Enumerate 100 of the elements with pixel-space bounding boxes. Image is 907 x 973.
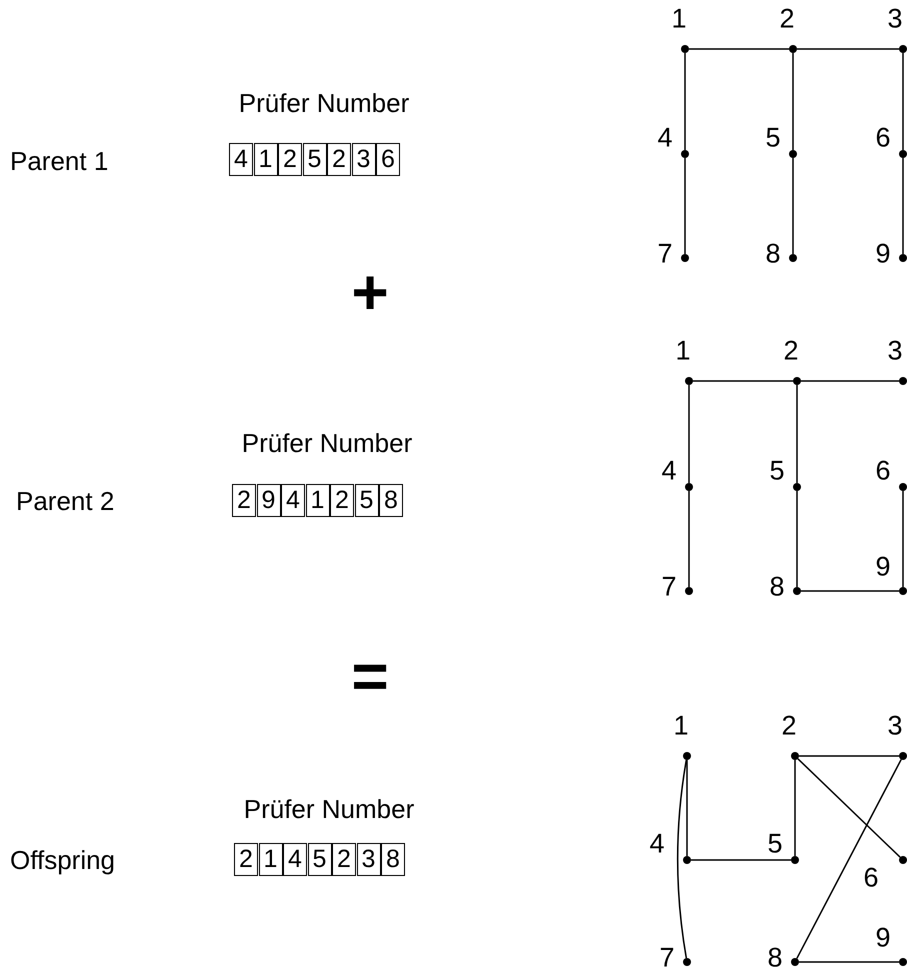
vertex-number: 6: [875, 458, 891, 484]
sequence-cell: 4: [283, 843, 307, 876]
vertex-number: 1: [671, 6, 687, 32]
vertex-dot: [793, 587, 801, 595]
vertex-number: 4: [661, 458, 677, 484]
tree-edge: [799, 755, 899, 757]
tree-edge: [794, 760, 796, 856]
vertex-number: 2: [783, 338, 799, 364]
tree-edge: [792, 158, 794, 254]
vertex-number: 1: [675, 338, 691, 364]
tree-edge: [684, 53, 686, 150]
sequence-cell: 2: [330, 484, 354, 517]
tree-edge: [686, 760, 688, 856]
heading-label: Prüfer Number: [238, 90, 410, 116]
sequence-cell: 2: [327, 143, 351, 176]
vertex-dot: [789, 150, 797, 158]
vertex-number: 7: [657, 240, 673, 268]
vertex-dot: [899, 150, 907, 158]
sequence-cell: 4: [229, 143, 253, 176]
vertex-number: 8: [765, 240, 781, 268]
vertex-dot: [683, 752, 691, 760]
vertex-dot: [681, 254, 689, 262]
operator-sign: =: [351, 644, 389, 708]
sequence-cell: 1: [306, 484, 330, 517]
sequence-cell: 4: [281, 484, 305, 517]
sequence-cell: 2: [332, 843, 356, 876]
vertex-number: 9: [875, 240, 891, 268]
vertex-dot: [791, 752, 799, 760]
vertex-dot: [899, 752, 907, 760]
vertex-dot: [789, 254, 797, 262]
vertex-number: 8: [767, 944, 783, 972]
vertex-number: 5: [767, 830, 783, 858]
row-label: Parent 1: [10, 148, 108, 174]
vertex-dot: [685, 587, 693, 595]
tree-edge: [801, 380, 899, 382]
vertex-dot: [899, 587, 907, 595]
vertex-dot: [681, 45, 689, 53]
tree-edge: [902, 491, 904, 587]
tree-edge: [684, 158, 686, 254]
tree-edge: [689, 48, 789, 50]
tree-edge: [799, 961, 899, 963]
row-label: Offspring: [10, 847, 116, 873]
tree-edge: [691, 859, 791, 861]
vertex-number: 1: [673, 712, 689, 740]
sequence-cell: 3: [356, 843, 380, 876]
vertex-number: 3: [887, 6, 903, 32]
tree-edge: [797, 758, 901, 858]
vertex-number: 7: [661, 574, 677, 600]
vertex-number: 6: [875, 124, 891, 152]
vertex-dot: [899, 377, 907, 385]
vertex-dot: [899, 45, 907, 53]
vertex-number: 2: [781, 712, 797, 740]
tree-edge: [796, 491, 798, 587]
sequence-cell: 2: [234, 843, 258, 876]
row-label: Parent 2: [16, 488, 114, 514]
vertex-number: 6: [863, 864, 879, 892]
sequence-cell: 2: [278, 143, 302, 176]
sequence-cell: 2: [232, 484, 256, 517]
vertex-number: 9: [875, 924, 891, 952]
tree-edge: [792, 53, 794, 150]
sequence-cell: 1: [258, 843, 282, 876]
vertex-dot: [899, 958, 907, 966]
vertex-number: 9: [875, 554, 891, 580]
vertex-dot: [683, 856, 691, 864]
sequence-cell: 3: [352, 143, 376, 176]
sequence-cell: 6: [376, 143, 400, 176]
heading-label: Prüfer Number: [242, 430, 412, 456]
vertex-number: 2: [779, 6, 795, 32]
vertex-dot: [791, 958, 799, 966]
tree-edge: [796, 759, 902, 959]
sequence-cell: 5: [308, 843, 332, 876]
vertex-dot: [789, 45, 797, 53]
tree-edge: [801, 590, 899, 592]
vertex-number: 5: [769, 458, 785, 484]
vertex-number: 7: [659, 944, 675, 972]
tree-edge: [693, 380, 793, 382]
sequence-cell: 9: [256, 484, 280, 517]
vertex-number: 3: [887, 338, 903, 364]
vertex-number: 5: [765, 124, 781, 152]
sequence-cell: 5: [302, 143, 326, 176]
operator-sign: +: [351, 260, 389, 324]
sequence-cell: 8: [379, 484, 403, 517]
vertex-number: 8: [769, 574, 785, 600]
vertex-dot: [685, 377, 693, 385]
sequence-cell: 1: [254, 143, 278, 176]
sequence-cell: 5: [354, 484, 378, 517]
tree-edge: [796, 385, 798, 483]
vertex-number: 4: [657, 124, 673, 152]
vertex-dot: [899, 856, 907, 864]
vertex-dot: [793, 377, 801, 385]
tree-edge: [902, 158, 904, 254]
sequence-cell: 8: [381, 843, 405, 876]
tree-edge: [676, 760, 688, 958]
vertex-dot: [899, 254, 907, 262]
tree-edge: [688, 491, 690, 587]
vertex-dot: [793, 483, 801, 491]
vertex-dot: [681, 150, 689, 158]
vertex-number: 3: [887, 712, 903, 740]
tree-edge: [902, 53, 904, 150]
tree-edge: [688, 385, 690, 483]
